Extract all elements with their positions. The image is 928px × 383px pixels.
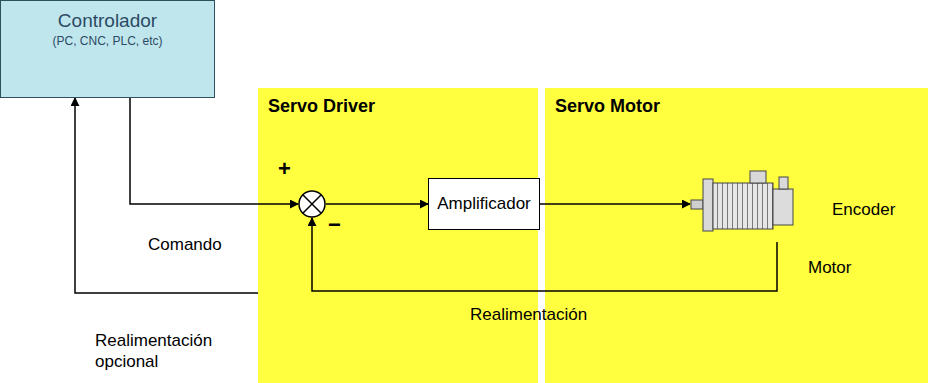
connector-arrow [326,203,428,205]
motor-flange [703,179,713,231]
box-label: Amplificador [437,194,531,214]
panel-heading: Servo Driver [268,96,375,117]
panel-fill [258,88,538,383]
part-label: Encoder [832,200,895,220]
controller-box: Controlador(PC, CNC, PLC, etc) [0,0,215,98]
motor-figure: EncoderMotor [690,167,800,242]
sign-label: + [278,158,291,180]
summing-junction: +− [298,190,326,218]
box-title: Controlador [58,9,157,34]
panel-fill [545,88,928,383]
encoder-plug [779,177,788,189]
process-box: Amplificador [428,178,540,230]
part-label: Motor [808,258,851,278]
panel-region: Servo MotorEncoderMotor [545,88,928,383]
connector-arrow [75,98,258,293]
edge-label: Realimentación opcional [95,330,245,373]
motor-illustration [690,167,800,242]
motor-shaft [691,200,703,209]
panel-heading: Servo Motor [555,96,660,117]
panel-region: Servo Driver+−Amplificador [258,88,538,383]
edge-label: Realimentación [470,304,587,325]
summing-symbol [298,190,326,218]
sign-label: − [328,214,341,236]
connector-box [750,171,766,183]
encoder-cap [773,189,793,225]
motor-body [713,183,773,229]
edge-label: Comando [148,234,222,255]
connector-arrow [540,203,690,205]
box-subtitle: (PC, CNC, PLC, etc) [52,34,162,50]
